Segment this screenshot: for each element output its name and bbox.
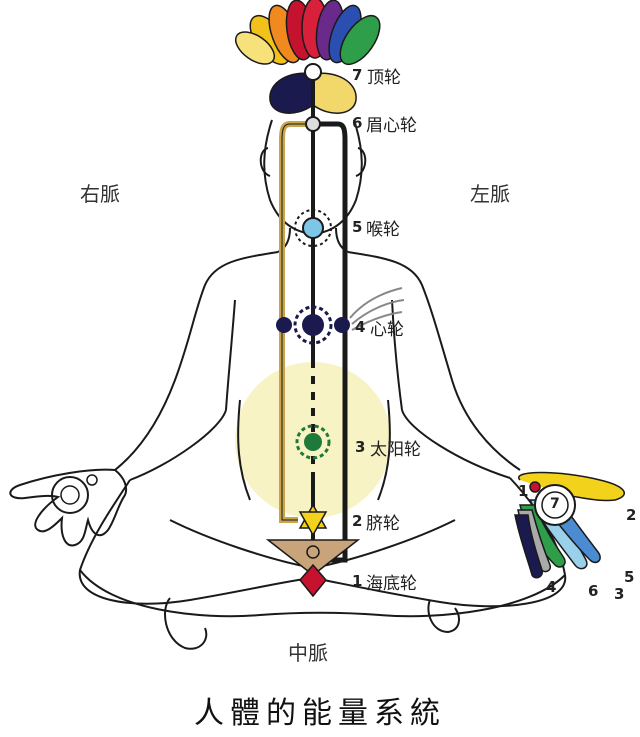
chakra-name: 太阳轮 xyxy=(370,440,421,460)
heart-wings-icon xyxy=(349,287,405,331)
right-channel-label: 右脈 xyxy=(80,182,120,206)
chakra-name: 心轮 xyxy=(370,320,404,340)
diagram-title: 人體的能量系統 xyxy=(194,696,446,731)
chakra-5-throat-icon xyxy=(294,209,332,247)
chakra-name: 喉轮 xyxy=(366,220,400,240)
center-channel-label: 中脈 xyxy=(288,641,328,665)
brow-chakra-petals xyxy=(269,72,357,114)
chakra-6-point xyxy=(305,116,321,132)
right-channel-outline xyxy=(281,123,313,521)
finger-number-3: 3 xyxy=(614,585,625,603)
left-hand xyxy=(514,471,626,579)
finger-number-1: 1 xyxy=(518,482,529,500)
body-outline xyxy=(9,119,567,650)
chakra-4-heart-icon xyxy=(276,305,350,345)
chakra-name: 眉心轮 xyxy=(366,116,417,136)
chakra-7-point xyxy=(304,63,322,81)
left-channel-label: 左脈 xyxy=(470,182,510,206)
chakra-1-root-icon xyxy=(299,563,327,598)
chakra-3-solar-icon xyxy=(295,424,331,460)
finger-number-2: 2 xyxy=(626,506,637,524)
chakra-name: 脐轮 xyxy=(366,514,400,534)
chakra-name: 顶轮 xyxy=(367,68,401,88)
finger-number-4: 4 xyxy=(546,578,557,596)
finger-number-6: 6 xyxy=(588,582,599,600)
crown-lotus xyxy=(234,0,381,66)
finger-number-5: 5 xyxy=(624,568,635,586)
palm-number: 7 xyxy=(550,496,560,512)
left-channel xyxy=(313,121,348,563)
chakra-name: 海底轮 xyxy=(366,574,417,594)
right-palm-chakra xyxy=(51,474,98,514)
